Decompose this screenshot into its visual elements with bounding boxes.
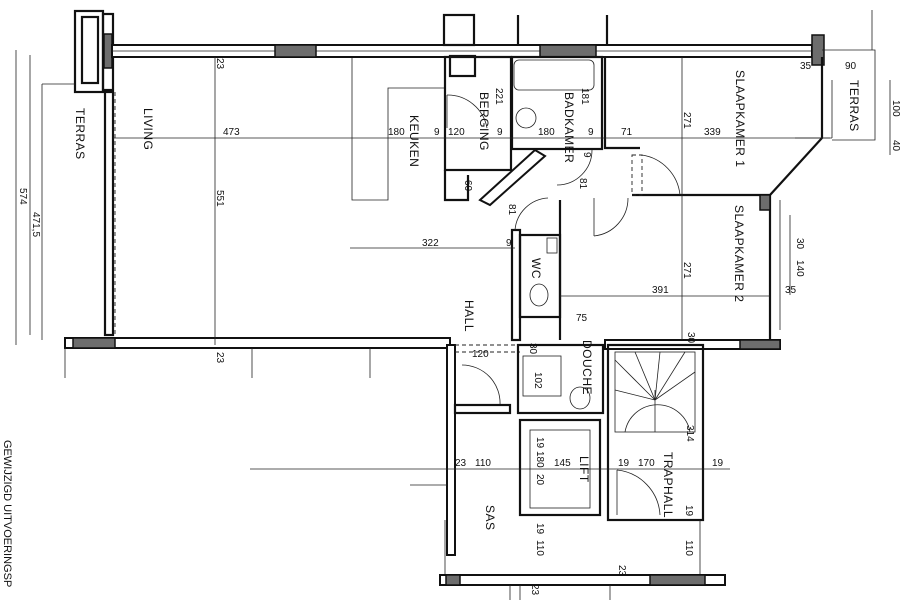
dimension-label: 19 xyxy=(618,458,630,469)
dimension-label: 71 xyxy=(621,127,633,138)
dimension-label: 322 xyxy=(422,238,439,249)
dimension-label: 145 xyxy=(554,458,571,469)
dimension-label: 23 xyxy=(616,565,627,577)
room-label-wc: WC xyxy=(529,258,543,279)
dimension-label: 271 xyxy=(681,262,692,279)
dimension-label: 35 xyxy=(800,61,812,72)
room-label-douche: DOUCHE xyxy=(580,340,594,395)
dimension-label: 110 xyxy=(534,540,545,556)
room-label-slaapkamer1: SLAAPKAMER 1 xyxy=(733,70,747,167)
room-label-traphall: TRAPHALL xyxy=(661,452,675,518)
dimension-label: 19 xyxy=(712,458,724,469)
dimension-label: 110 xyxy=(475,458,491,469)
dimension-label: 23 xyxy=(455,458,467,469)
dimension-label: 75 xyxy=(576,313,588,324)
dimension-label: 180 xyxy=(538,127,555,138)
dimension-label: 9 xyxy=(588,127,594,138)
dimension-label: 120 xyxy=(448,127,465,138)
room-label-living: LIVING xyxy=(141,108,155,150)
dimension-label: 19 xyxy=(534,437,545,449)
dimension-label: 120 xyxy=(472,349,489,360)
dimension-label: 30 xyxy=(794,238,805,250)
dimension-label: 471,5 xyxy=(30,212,41,237)
room-labels: TERRAS LIVING KEUKEN BERGING BADKAMER SLAAPKA… xyxy=(73,70,861,531)
dimension-label: 9 xyxy=(581,152,592,158)
dimension-label: 102 xyxy=(532,372,543,389)
room-label-terras-left: TERRAS xyxy=(73,108,87,160)
dimension-label: 551 xyxy=(214,190,225,207)
staircase xyxy=(614,351,696,433)
dimension-label: 81 xyxy=(506,204,517,216)
dimension-label: 574 xyxy=(17,188,28,205)
room-label-badkamer: BADKAMER xyxy=(562,92,576,163)
dimension-label: 19 xyxy=(683,505,694,517)
room-label-berging: BERGING xyxy=(477,92,491,151)
room-label-terras-right: TERRAS xyxy=(847,80,861,132)
dimension-label: 391 xyxy=(652,285,669,296)
dimension-label: 30 xyxy=(527,343,538,355)
dimension-label: 100 xyxy=(890,100,901,117)
dimension-label: 180 xyxy=(388,127,405,138)
dimension-label: 314 xyxy=(684,425,695,442)
dimension-label: 23 xyxy=(529,584,540,596)
dimension-label: 140 xyxy=(794,260,805,277)
drawing-note: GEWIJZIGD UITVOERINGSP xyxy=(1,440,13,587)
dimension-label: 170 xyxy=(638,458,655,469)
dimension-labels: 473 180 9 120 9 180 9 71 339 551 23 221 181 271 322 9 39… xyxy=(17,58,901,596)
room-label-hall: HALL xyxy=(462,300,476,332)
dimension-label: 90 xyxy=(845,61,857,72)
room-label-lift: LIFT xyxy=(577,456,591,483)
dimension-lines xyxy=(15,50,891,470)
dimension-label: 23 xyxy=(214,58,225,70)
dimension-label: 339 xyxy=(704,127,721,138)
dimension-label: 35 xyxy=(785,285,797,296)
room-label-sas: SAS xyxy=(483,505,497,531)
room-label-slaapkamer2: SLAAPKAMER 2 xyxy=(732,205,746,302)
dimension-label: 221 xyxy=(493,88,504,105)
dimension-label: 181 xyxy=(579,88,590,105)
dimension-label: 20 xyxy=(534,474,545,486)
dimension-label: 23 xyxy=(214,352,225,364)
room-label-keuken: KEUKEN xyxy=(407,115,421,167)
walls xyxy=(41,9,876,600)
dimension-label: 9 xyxy=(506,238,512,249)
dimension-label: 9 xyxy=(497,127,503,138)
dimension-label: 30 xyxy=(685,332,696,344)
dimension-label: 60 xyxy=(462,180,473,192)
dimension-label: 9 xyxy=(434,127,440,138)
dimension-label: 40 xyxy=(890,140,901,152)
dimension-label: 180 xyxy=(534,451,545,468)
dimension-label: 473 xyxy=(223,127,240,138)
dimension-label: 81 xyxy=(577,178,588,190)
dimension-label: 110 xyxy=(683,540,694,556)
dimension-label: 19 xyxy=(534,523,545,535)
dimension-label: 271 xyxy=(681,112,692,129)
